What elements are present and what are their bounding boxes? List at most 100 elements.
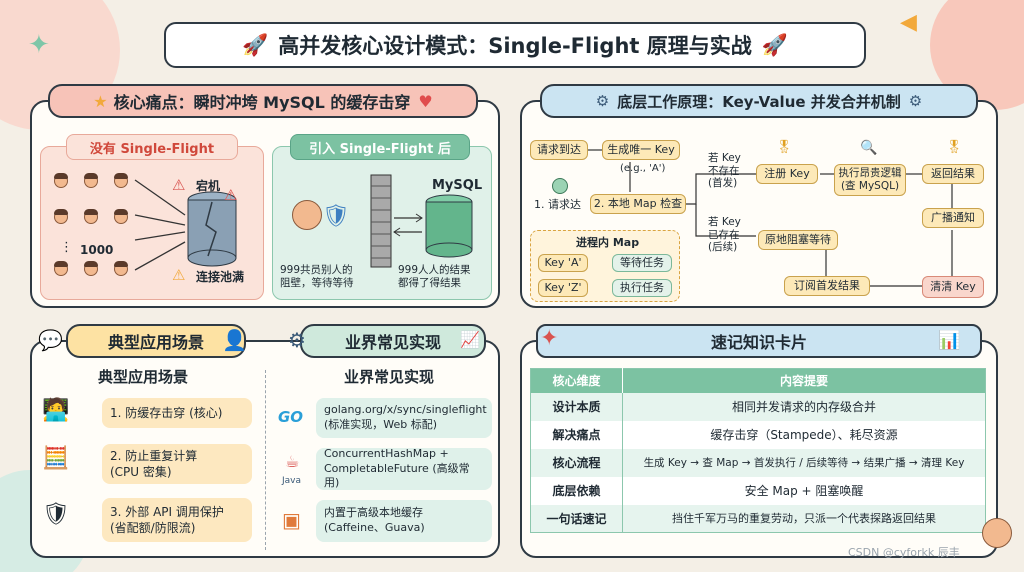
impls-title: 业界常见实现	[344, 368, 435, 386]
table-cell-value: 安全 Map + 阻塞唤醒	[744, 484, 864, 498]
wait-box: 原地阻塞等待	[758, 230, 838, 250]
shield-icon: 🛡	[322, 204, 350, 229]
sparkle-icon: ✦	[540, 326, 559, 351]
divider	[265, 370, 266, 550]
key-a-box: Key 'A'	[538, 254, 588, 272]
subscribe-box: 订阅首发结果	[784, 276, 870, 296]
chart-icon: 📊	[938, 330, 961, 351]
rocket-icon: 🚀	[761, 32, 788, 57]
impl-item: golang.org/x/sync/singleflight (标准实现，Web…	[316, 398, 492, 438]
scenarios-header-text: 典型应用场景	[107, 333, 204, 352]
user-avatar	[552, 178, 568, 194]
sparkle-icon: ✦	[28, 30, 50, 60]
pain-header: ★ 核心痛点：瞬时冲垮 MySQL 的缓存击穿 ♥	[48, 84, 478, 118]
user-avatar	[114, 173, 128, 188]
exec-box: 执行昂贵逻辑 (查 MySQL)	[834, 164, 906, 196]
table-cell-value: 缓存击穿（Stampede）、耗尽资源	[710, 428, 898, 442]
medal-icon: 🎖	[776, 140, 793, 155]
go-logo: GO	[278, 408, 304, 426]
user-avatar	[292, 200, 322, 230]
map-check-box: 2. 本地 Map 检查	[590, 194, 686, 214]
mysql-label: MySQL	[432, 178, 483, 193]
user-avatar	[84, 173, 98, 188]
gen-key-box: 生成唯一 Key	[602, 140, 680, 160]
calculator-icon: 🧮	[42, 446, 70, 471]
key-z-box: Key 'Z'	[538, 279, 588, 297]
user-avatar	[114, 209, 128, 224]
with-label-text: 引入 Single-Flight 后	[309, 141, 451, 157]
java-cup-icon: ☕	[285, 452, 300, 471]
gear-icon: ⚙	[288, 328, 306, 352]
user-avatar	[114, 261, 128, 276]
mechanism-header: ⚙ 底层工作原理：Key-Value 并发合并机制 ⚙	[540, 84, 978, 118]
scenario-item: 1. 防缓存击穿 (核心)	[102, 398, 252, 428]
map-title: 进程内 Map	[576, 236, 640, 249]
gear-icon: ⚙	[908, 92, 923, 110]
table-cell-key: 解决痛点	[530, 420, 623, 449]
rocket-icon: 🚀	[242, 32, 269, 57]
page-title-text: 高并发核心设计模式：Single-Flight 原理与实战	[278, 34, 752, 58]
triangle-icon: ◀	[900, 10, 917, 35]
waiting-task-box: 等待任务	[612, 254, 672, 272]
without-label-text: 没有 Single-Flight	[89, 141, 215, 157]
database-icon	[187, 191, 237, 267]
request-arrows	[393, 213, 423, 237]
overload-arrows	[134, 179, 186, 271]
not-exist-label: 若 Key 不存在 (首发)	[708, 152, 741, 190]
table-cell-value: 生成 Key → 查 Map → 首发执行 / 后续等待 → 结果广播 → 清理…	[643, 457, 965, 469]
gear-icon: ⚙	[595, 92, 610, 110]
chat-icon: 💬	[38, 328, 63, 352]
impls-header: 业界常见实现	[300, 324, 486, 358]
user-icon: 👤	[222, 328, 247, 352]
with-label: 引入 Single-Flight 后	[290, 134, 470, 160]
pain-header-text: 核心痛点：瞬时冲垮 MySQL 的缓存击穿	[113, 93, 411, 112]
star-icon: ★	[93, 91, 108, 111]
scenarios-header: 典型应用场景	[66, 324, 246, 358]
impl-item: ConcurrentHashMap + CompletableFuture (高…	[316, 447, 492, 490]
cube-icon: ▣	[282, 508, 301, 532]
exist-label: 若 Key 已存在 (后续)	[708, 216, 741, 254]
cards-header: 速记知识卡片	[536, 324, 982, 358]
without-label: 没有 Single-Flight	[66, 134, 238, 160]
result-caption: 999人人的结果 都得了得结果	[398, 264, 471, 289]
table-cell-key: 底层依赖	[530, 476, 623, 505]
search-icon: 🔍	[860, 140, 878, 156]
firewall-wall	[370, 174, 392, 268]
request-arrive-box: 请求到达	[530, 140, 588, 160]
clear-key-box: 清清 Key	[922, 276, 984, 298]
user-avatar	[84, 209, 98, 224]
user-avatar	[982, 518, 1012, 548]
warning-icon: ⚠	[224, 186, 238, 204]
crash-label: 宕机	[196, 179, 221, 193]
knowledge-table: 核心维度 内容提要 设计本质相同并发请求的内存级合并 解决痛点缓存击穿（Stam…	[530, 368, 986, 533]
user-avatar	[84, 261, 98, 276]
heart-icon: ♥	[418, 91, 433, 111]
scenario-item: 3. 外部 API 调用保护 (省配额/防限流)	[102, 498, 252, 542]
mechanism-header-text: 底层工作原理：Key-Value 并发合并机制	[617, 92, 901, 111]
broadcast-box: 广播通知	[922, 208, 984, 228]
watermark: CSDN @cyforkk 辰丰	[848, 546, 960, 559]
java-logo: Java	[282, 476, 302, 486]
pool-full-label: 连接池满	[196, 270, 245, 284]
step1-label: 1. 请求达	[534, 198, 581, 211]
key-example: (e.g., 'A')	[620, 163, 666, 174]
scenario-item: 2. 防止重复计算 (CPU 密集)	[102, 444, 252, 484]
table-cell-key: 核心流程	[530, 448, 623, 477]
table-header: 内容提要	[779, 374, 828, 389]
scenarios-title: 典型应用场景	[98, 368, 189, 386]
table-cell-value: 挡住千军万马的重复劳动，只派一个代表探路返回结果	[672, 512, 936, 526]
table-header: 核心维度	[530, 368, 623, 393]
running-task-box: 执行任务	[612, 279, 672, 297]
return-box: 返回结果	[922, 164, 984, 184]
warning-icon: ⚠	[172, 176, 186, 194]
shield-icon: 🛡	[42, 502, 70, 527]
cards-header-text: 速记知识卡片	[710, 333, 807, 352]
user-avatar	[54, 261, 68, 276]
medal-icon: 🎖	[946, 140, 963, 155]
table-cell-key: 设计本质	[530, 392, 623, 421]
crowd-count: 1000	[80, 243, 114, 257]
table-cell-key: 一句话速记	[530, 504, 623, 533]
user-avatar	[54, 173, 68, 188]
register-key-box: 注册 Key	[756, 164, 818, 184]
chart-icon: 📈	[460, 330, 480, 349]
